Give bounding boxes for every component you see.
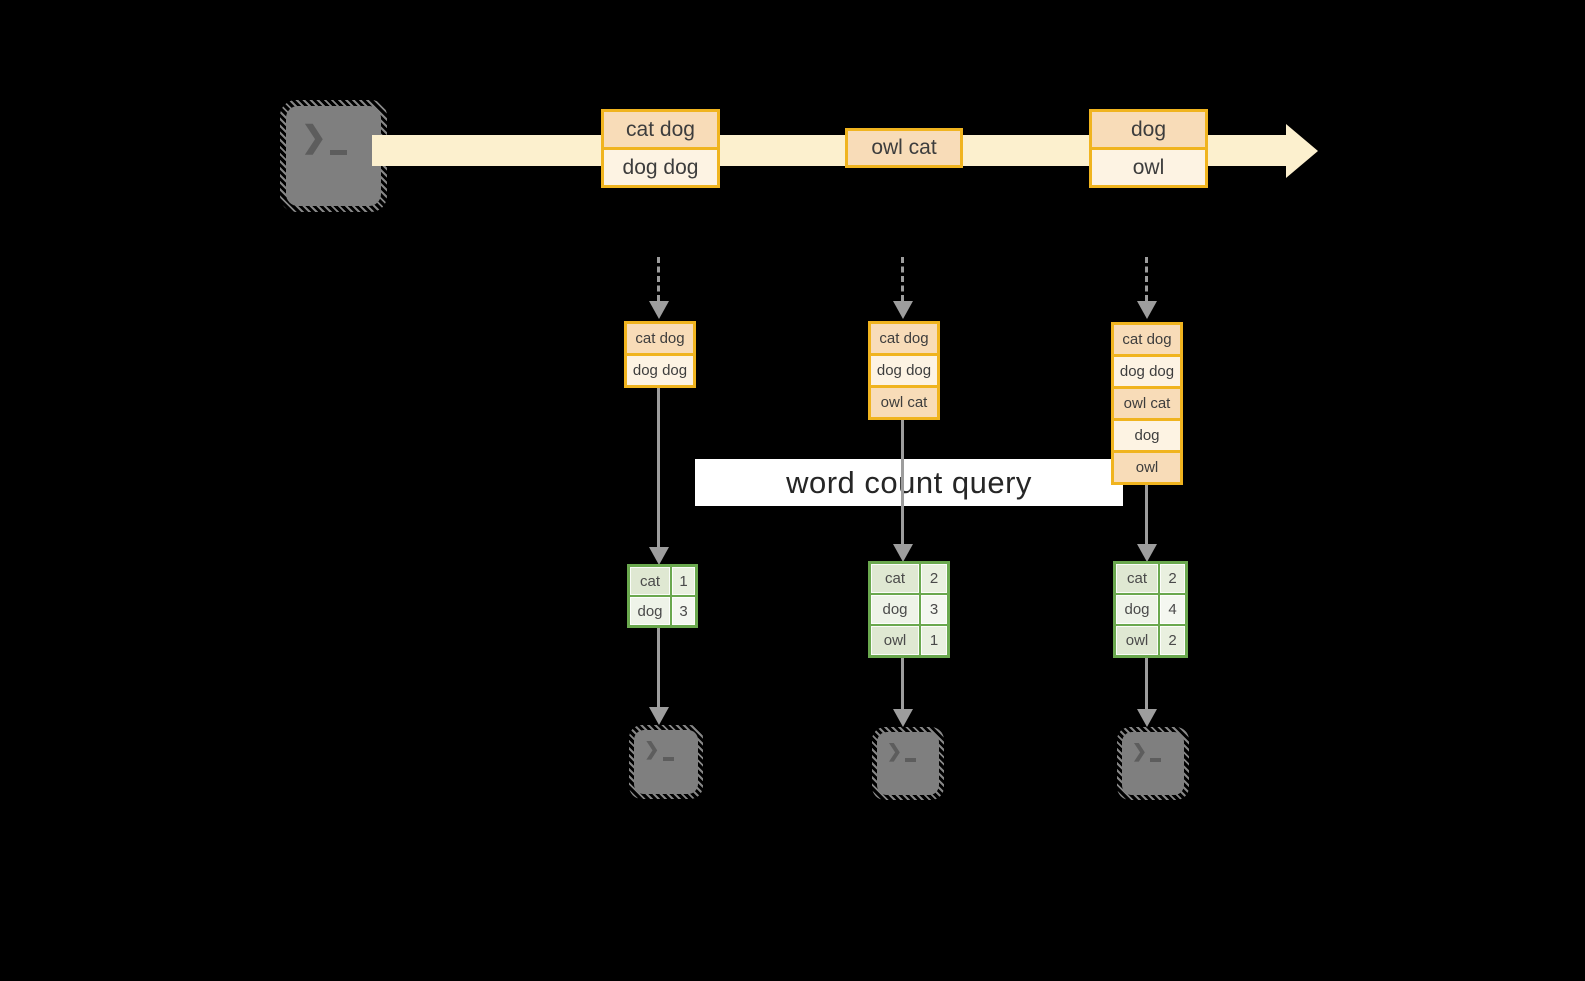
list-item: cat dog <box>871 324 937 353</box>
batch-line: owl <box>1092 147 1205 185</box>
terminal-sink-icon: ❯ <box>629 725 703 799</box>
input-list-2: cat dog dog dog owl cat <box>868 321 940 420</box>
terminal-body: ❯ <box>286 106 381 206</box>
list-item: dog dog <box>871 353 937 385</box>
list-item: cat dog <box>627 324 693 353</box>
arrowhead-down-icon <box>649 301 669 319</box>
arrow-line <box>657 386 660 547</box>
arrowhead-down-icon <box>1137 709 1157 727</box>
dashed-arrow-line <box>901 257 904 301</box>
count-value: 3 <box>672 597 695 625</box>
query-label: word count query <box>695 459 1123 506</box>
count-word: cat <box>1116 564 1158 593</box>
count-value: 3 <box>921 595 947 624</box>
arrowhead-down-icon <box>893 709 913 727</box>
input-list-1: cat dog dog dog <box>624 321 696 388</box>
input-list-3: cat dog dog dog owl cat dog owl <box>1111 322 1183 485</box>
dashed-arrow-line <box>657 257 660 301</box>
arrowhead-down-icon <box>1137 301 1157 319</box>
dashed-arrow-line <box>1145 257 1148 301</box>
count-word: owl <box>1116 626 1158 655</box>
count-value: 4 <box>1160 595 1185 624</box>
arrowhead-down-icon <box>893 301 913 319</box>
terminal-source-icon: ❯ <box>280 100 387 212</box>
terminal-sink-icon: ❯ <box>872 727 944 800</box>
count-value: 2 <box>1160 564 1185 593</box>
prompt-caret-icon: ❯ <box>1131 740 1147 761</box>
count-word: dog <box>1116 595 1158 624</box>
prompt-caret-icon: ❯ <box>644 738 660 759</box>
list-item: dog dog <box>627 353 693 385</box>
count-word: dog <box>871 595 919 624</box>
batch-line: owl cat <box>848 131 960 165</box>
terminal-body: ❯ <box>877 732 939 795</box>
arrowhead-down-icon <box>649 547 669 565</box>
arrow-line <box>1145 658 1148 709</box>
arrow-line <box>657 628 660 707</box>
batch-line: dog dog <box>604 147 717 185</box>
count-value: 2 <box>921 564 947 593</box>
count-table-2: cat 2 dog 3 owl 1 <box>868 561 950 658</box>
list-item: owl cat <box>1114 386 1180 418</box>
arrow-line <box>901 658 904 709</box>
count-table-1: cat 1 dog 3 <box>627 564 698 628</box>
stream-arrowhead-icon <box>1286 124 1318 178</box>
prompt-underscore-icon <box>1149 758 1161 763</box>
stream-batch-3: dog owl <box>1089 109 1208 188</box>
count-word: cat <box>871 564 919 593</box>
list-item: cat dog <box>1114 325 1180 354</box>
arrowhead-down-icon <box>649 707 669 725</box>
terminal-sink-icon: ❯ <box>1117 727 1189 800</box>
count-value: 2 <box>1160 626 1185 655</box>
list-item: owl <box>1114 450 1180 482</box>
list-item: dog <box>1114 418 1180 450</box>
count-word: dog <box>630 597 670 625</box>
arrowhead-down-icon <box>1137 544 1157 562</box>
terminal-body: ❯ <box>1122 732 1184 795</box>
list-item: dog dog <box>1114 354 1180 386</box>
prompt-caret-icon: ❯ <box>301 121 327 154</box>
count-value: 1 <box>672 567 695 595</box>
prompt-underscore-icon <box>662 756 674 761</box>
count-table-3: cat 2 dog 4 owl 2 <box>1113 561 1188 658</box>
terminal-body: ❯ <box>634 730 698 794</box>
arrowhead-down-icon <box>893 544 913 562</box>
batch-line: dog <box>1092 112 1205 147</box>
prompt-underscore-icon <box>329 150 347 155</box>
prompt-underscore-icon <box>904 758 916 763</box>
batch-line: cat dog <box>604 112 717 147</box>
query-label-text: word count query <box>786 464 1032 500</box>
arrow-line <box>901 417 904 544</box>
list-item: owl cat <box>871 385 937 417</box>
arrow-line <box>1145 480 1148 544</box>
stream-batch-1: cat dog dog dog <box>601 109 720 188</box>
count-value: 1 <box>921 626 947 655</box>
stream-batch-2: owl cat <box>845 128 963 168</box>
count-word: owl <box>871 626 919 655</box>
count-word: cat <box>630 567 670 595</box>
prompt-caret-icon: ❯ <box>886 740 902 761</box>
